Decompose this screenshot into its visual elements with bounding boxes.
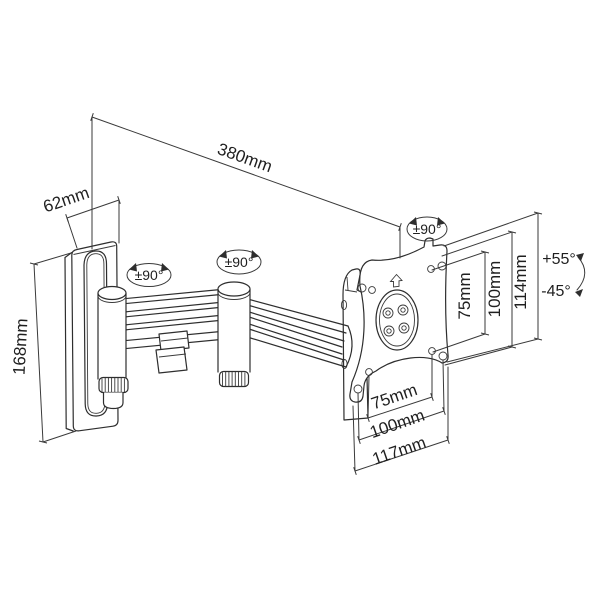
upper-arm — [243, 297, 353, 368]
rotation-ellipse-icon — [216, 249, 262, 275]
mid-post-knob — [218, 370, 250, 388]
tilt-bracket-bump-top — [340, 299, 348, 311]
mid-post-sides — [217, 288, 251, 373]
wall-post-rim — [97, 295, 127, 303]
dim-vesa-plate-height: 114mm — [443, 211, 543, 363]
tilt-bracket-hook — [344, 276, 358, 293]
swivel-wall-joint-annotation: ±90° — [126, 263, 172, 287]
cable-clip-bottom — [155, 346, 188, 374]
tilt-annotation: +55° -45° — [541, 251, 586, 300]
rotation-ellipse-icon — [126, 263, 172, 287]
cable-clip-top — [158, 330, 190, 352]
label-vesa-vertical-100: 100mm — [485, 261, 504, 318]
mid-joint-post — [217, 281, 251, 388]
vesa100-hole-tl — [357, 283, 367, 293]
label-wall-plate-width: 62mm — [41, 183, 92, 216]
vesa-boss-outer — [375, 289, 419, 351]
label-swivel-vesa: ±90° — [413, 221, 442, 237]
wall-knob-knurling — [101, 378, 125, 393]
vesa-boss-inner — [379, 293, 415, 347]
cable-clip-detail — [158, 337, 189, 358]
vesa75-hole-tl — [368, 286, 376, 294]
boss-screws — [382, 304, 410, 337]
wall-post-sides — [97, 292, 127, 380]
vesa-plate — [349, 237, 449, 403]
vesa-plate-outline — [349, 237, 449, 403]
wall-post-cap — [97, 285, 127, 301]
label-vesa-vertical-75: 75mm — [455, 272, 474, 319]
dim-vesa-vertical-100: 100mm — [441, 230, 517, 366]
mid-post-body-fill — [218, 289, 250, 373]
wall-plate-top-rim — [73, 245, 116, 255]
label-wall-plate-height: 168mm — [10, 318, 32, 376]
upper-arm-end-cap — [345, 325, 353, 368]
up-arrow-icon — [389, 273, 403, 288]
upper-arm-lines — [243, 297, 349, 368]
swivel-mid-joint-annotation: ±90° — [216, 249, 262, 275]
label-tilt-down: -45° — [541, 283, 571, 300]
vesa100-hole-tr — [437, 261, 447, 271]
wall-post-body-fill — [98, 293, 126, 379]
dim-vesa-vertical-75: 75mm — [431, 250, 490, 353]
mid-knob-knurling — [222, 372, 246, 387]
dim-arm-reach: 380mm — [90, 113, 402, 259]
label-swivel-wall: ±90° — [135, 267, 164, 283]
label-tilt-up: +55° — [542, 251, 576, 268]
cable-clip — [155, 330, 190, 374]
dim-wall-plate-height: 168mm — [10, 252, 77, 444]
label-vesa-plate-height: 114mm — [511, 254, 530, 309]
wall-post-stub — [102, 392, 124, 410]
mid-post-cap — [217, 281, 251, 297]
dim-wall-plate-width: 62mm — [41, 183, 121, 249]
vesa75-hole-bl — [365, 368, 373, 376]
rotation-ellipse-icon — [406, 216, 448, 242]
swivel-vesa-joint-annotation: ±90° — [406, 216, 448, 242]
label-arm-reach: 380mm — [215, 139, 275, 176]
wall-joint-post — [97, 285, 129, 410]
tilt-arc — [576, 256, 586, 291]
mid-post-rim — [217, 292, 251, 300]
wall-post-knob — [98, 376, 129, 394]
label-swivel-mid: ±90° — [225, 254, 254, 270]
